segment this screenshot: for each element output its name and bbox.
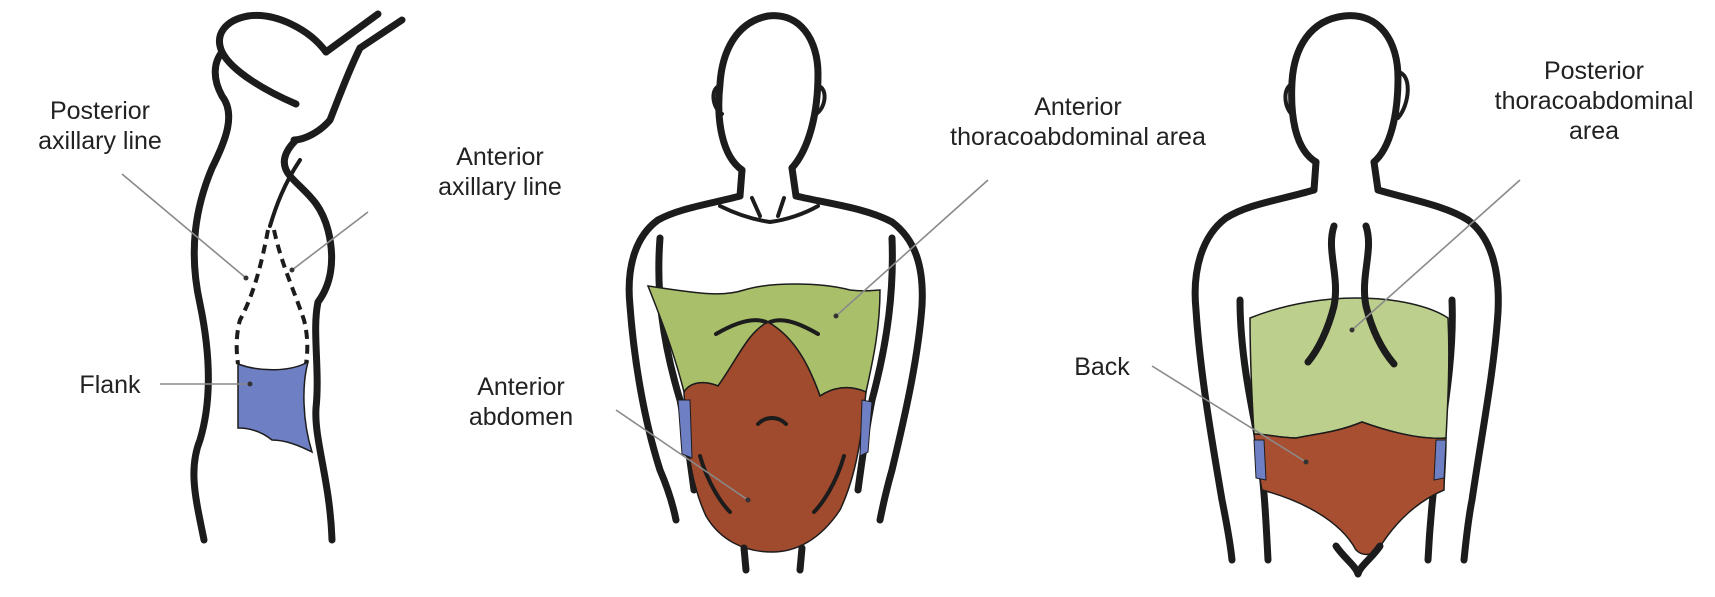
anterior-abdomen-leader-dot [746,498,751,503]
back-region [1254,422,1446,555]
back-flank-strip-left [1254,440,1266,480]
flank-region [238,362,312,452]
anterior-abdomen-label-line2: abdomen [456,402,586,432]
front-neck-left [740,170,742,196]
anterior-axillary-leader-dot [290,268,295,273]
anterior-thoracoabdominal-leader-dot [834,314,839,319]
anterior-abdomen-label-line1: Anterior [456,372,586,402]
posterior-thoracoabdominal-region [1250,298,1449,438]
posterior-axillary-leader [122,174,246,278]
back-leader-dot [1304,460,1309,465]
front-flank-strip-left [678,400,692,458]
anterior-thoracoabdominal-area-label: Anterior thoracoabdominal area [918,92,1238,152]
anterior-axillary-dashed-line [274,230,307,364]
posterior-thoracoabdominal-leader-dot [1350,328,1355,333]
back-neck-left [1314,162,1316,190]
posterior-thoracoabdominal-area-label: Posterior thoracoabdominal area [1494,56,1694,146]
anterior-axillary-line-label-line1: Anterior [412,142,588,172]
side-view-figure [194,14,402,540]
flank-label-text: Flank [70,370,150,400]
back-label-text: Back [1062,352,1142,382]
side-front-outline [284,140,332,540]
back-head-outline [1292,16,1398,162]
front-clavicle-lines [720,198,818,222]
posterior-axillary-line-label-line2: axillary line [12,126,188,156]
posterior-thoracoabdominal-label-line1: Posterior [1494,56,1694,86]
posterior-axillary-line-label: Posterior axillary line [12,96,188,156]
back-flank-strip-right [1434,440,1446,480]
front-view-figure [629,16,922,570]
back-view-figure [1195,16,1498,574]
posterior-thoracoabdominal-label-line2: thoracoabdominal [1494,86,1694,116]
front-leg-left [744,548,746,570]
anterior-axillary-line-label-line2: axillary line [412,172,588,202]
anterior-thoracoabdominal-leader [836,180,988,316]
back-label: Back [1062,352,1142,382]
posterior-axillary-dashed-line [237,230,268,364]
front-neck-right [792,168,796,196]
flank-label: Flank [70,370,150,400]
anterior-axillary-line-label: Anterior axillary line [412,142,588,202]
back-neck-right [1374,162,1378,190]
flank-leader-dot [248,382,253,387]
anterior-abdomen-label: Anterior abdomen [456,372,586,432]
posterior-axillary-leader-dot [244,276,249,281]
front-head-outline [719,16,818,170]
anterior-thoracoabdominal-label-line1: Anterior [918,92,1238,122]
posterior-axillary-line-label-line1: Posterior [12,96,188,126]
posterior-thoracoabdominal-label-line3: area [1494,116,1694,146]
front-leg-right [800,548,802,570]
side-head-outline [220,15,326,104]
side-back-outline [194,52,229,540]
anterior-thoracoabdominal-label-line2: thoracoabdominal area [918,122,1238,152]
front-flank-strip-right [860,400,872,456]
